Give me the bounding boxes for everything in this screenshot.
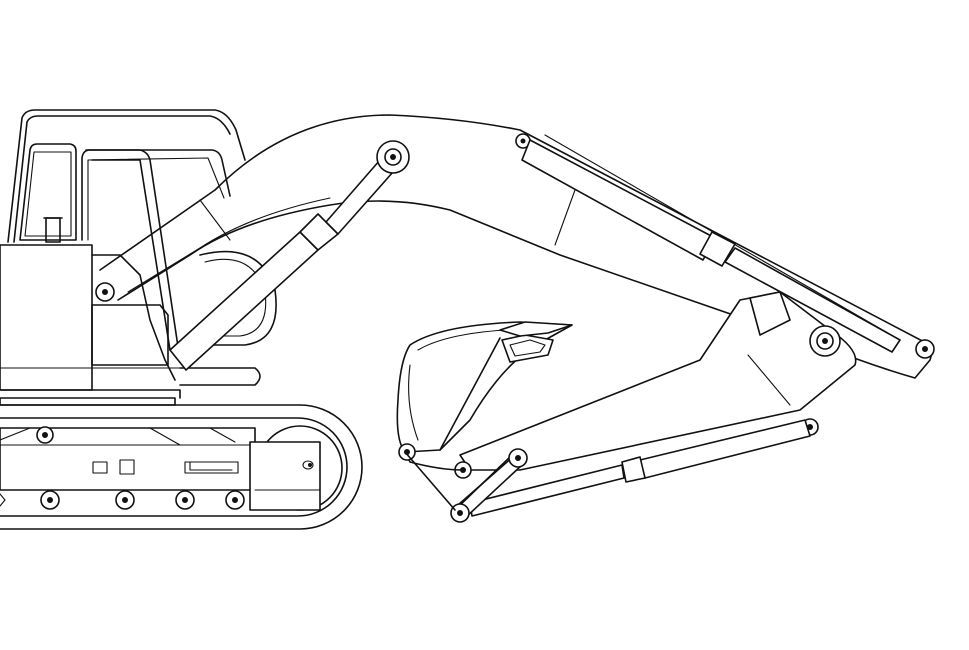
cab-pillar [85, 149, 181, 361]
boom-cylinder [169, 140, 410, 371]
boom [99, 114, 933, 379]
bucket-lower-edge [404, 451, 456, 511]
bucket-cylinder-base-pin-dot [807, 424, 813, 430]
deck [0, 367, 261, 399]
cab-front-window-inner [87, 157, 225, 241]
link-bottom-pin-dot [457, 510, 463, 516]
arm [459, 291, 857, 471]
boom-foot-pin-dot [102, 289, 108, 295]
cab-rear-window-inner [24, 151, 72, 237]
bucket-cylinder [469, 418, 819, 517]
bottom-roller-4-dot [232, 497, 238, 503]
bucket-ear-detail [509, 339, 546, 357]
cab-rear-window [19, 143, 77, 241]
bottom-roller-1-dot [47, 497, 53, 503]
track-belt-inner [0, 417, 348, 517]
bucket [396, 321, 573, 511]
front-housing-bolt-dot [308, 463, 312, 467]
arm-cylinder-barrel [521, 139, 716, 261]
bucket-inner-curve [408, 329, 506, 441]
link-top-pin-dot [515, 455, 521, 461]
arm-cylinder [515, 133, 935, 359]
track-belt-outer [0, 404, 363, 530]
frame-slot-1 [92, 461, 108, 474]
cab-lower [91, 254, 176, 381]
bottom-roller-2-dot [122, 497, 128, 503]
cab-front-window [81, 149, 231, 241]
cab-lower-block [91, 304, 169, 366]
bucket-tooth [499, 321, 573, 337]
upper-structure [0, 109, 277, 406]
cab-seat-post [45, 217, 61, 243]
arm-bracket [749, 291, 791, 336]
bottom-roller-3-dot [182, 497, 188, 503]
frame-slot-2 [119, 459, 135, 475]
frame-bracket [0, 427, 236, 446]
crawler-track [0, 404, 363, 530]
bottom-rollers [0, 490, 245, 510]
boom-plate-joint-2 [199, 199, 231, 241]
arm-body [459, 291, 857, 471]
bucket-ear [501, 334, 554, 363]
bucket-base [404, 451, 464, 471]
front-housing-bolt [302, 460, 314, 470]
roller-left-edge [0, 493, 6, 507]
bucket-cylinder-collar [621, 456, 646, 483]
arm-cylinder-collar [699, 231, 736, 267]
cab-shell [7, 109, 246, 243]
boom-cylinder-rod [325, 159, 394, 235]
arm-cylinder-base-pin-dot [520, 138, 526, 144]
arm-cylinder-rod [724, 247, 901, 353]
arm-cylinder-rod-pin-dot [922, 346, 928, 352]
frame-slot-3 [184, 461, 239, 474]
boom-arm-pin-dot [822, 338, 828, 344]
boom-lower-edge [117, 200, 821, 346]
turntable [0, 397, 176, 406]
boom-plate-joint-1 [554, 189, 576, 246]
bucket-shell [396, 321, 573, 453]
boom-upper-edge [99, 114, 931, 346]
link-bar-2 [457, 454, 516, 506]
carrier-roller-dot [42, 432, 48, 438]
bucket-cylinder-rod [469, 464, 625, 517]
bucket-rear-plate [439, 337, 501, 451]
arm-plate-line [747, 354, 791, 406]
boom-cylinder-top-pin-dot [390, 154, 396, 160]
front-housing [249, 441, 321, 511]
cab-shell-inner [13, 115, 231, 243]
